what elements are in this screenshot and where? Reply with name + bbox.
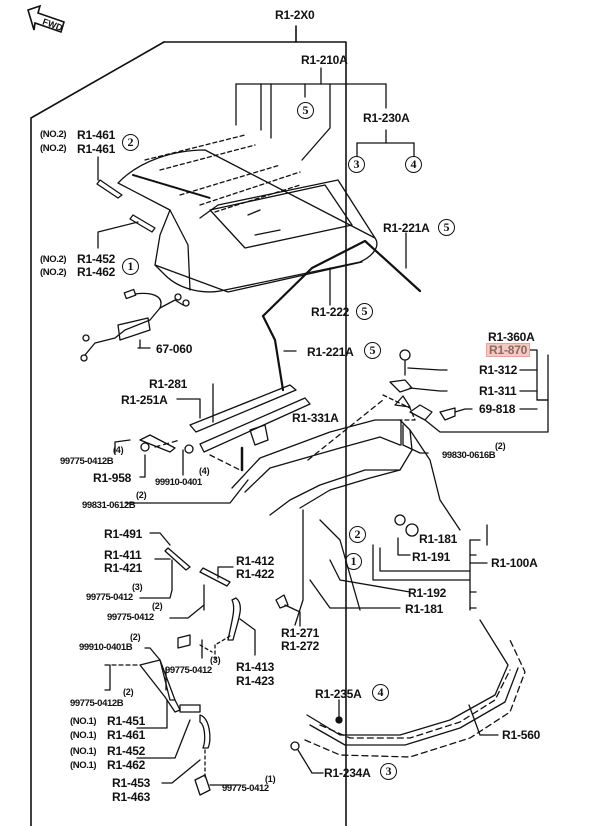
part-label-r1-235a[interactable]: R1-235A bbox=[315, 687, 362, 701]
callout-3: 3 bbox=[348, 156, 365, 173]
callout-5: 5 bbox=[364, 342, 381, 359]
callout-3: 3 bbox=[380, 763, 397, 780]
part-label-r1-192[interactable]: R1-192 bbox=[408, 586, 447, 600]
qty-prefix: (NO.1) bbox=[70, 746, 97, 757]
callout-2: 2 bbox=[122, 134, 139, 151]
qty-prefix: (NO.2) bbox=[40, 129, 67, 140]
part-label-r1-181[interactable]: R1-181 bbox=[405, 602, 444, 616]
part-label-r1-331a[interactable]: R1-331A bbox=[292, 411, 339, 425]
part-label-r1-560[interactable]: R1-560 bbox=[502, 728, 541, 742]
part-label-99831-0612b[interactable]: 99831-0612B bbox=[82, 500, 136, 511]
part-label-69-818[interactable]: 69-818 bbox=[479, 402, 516, 416]
part-label-r1-411[interactable]: R1-411 bbox=[104, 548, 142, 562]
part-label-99775-0412[interactable]: 99775-0412 bbox=[86, 592, 133, 603]
part-label-r1-491[interactable]: R1-491 bbox=[104, 527, 143, 541]
no2-strips bbox=[96, 156, 156, 249]
part-label-r1-222[interactable]: R1-222 bbox=[311, 305, 350, 319]
part-label-99775-0412[interactable]: 99775-0412 bbox=[107, 612, 154, 623]
quantity: (2) bbox=[136, 490, 147, 500]
part-label-r1-281[interactable]: R1-281 bbox=[149, 377, 188, 391]
part-label-r1-100a[interactable]: R1-100A bbox=[491, 556, 538, 570]
quantity: (2) bbox=[123, 687, 134, 697]
qty-prefix: (NO.2) bbox=[40, 267, 67, 278]
callout-4: 4 bbox=[372, 684, 389, 701]
part-label-r1-461[interactable]: R1-461 bbox=[77, 142, 116, 156]
part-label-99775-0412[interactable]: 99775-0412 bbox=[222, 783, 269, 794]
part-label-r1-230a[interactable]: R1-230A bbox=[363, 111, 410, 125]
part-label-99830-0616b[interactable]: 99830-0616B bbox=[442, 450, 496, 461]
callout-2: 2 bbox=[349, 526, 366, 543]
quantity: (3) bbox=[210, 655, 221, 665]
part-label-r1-451[interactable]: R1-451 bbox=[107, 714, 146, 728]
qty-prefix: (NO.1) bbox=[70, 730, 97, 741]
rear-trim bbox=[290, 619, 526, 774]
weather-seals bbox=[261, 232, 422, 392]
part-label-r1-251a[interactable]: R1-251A bbox=[121, 393, 168, 407]
part-label-r1-461[interactable]: R1-461 bbox=[107, 728, 146, 742]
top-leaders bbox=[235, 67, 415, 161]
quantity: (2) bbox=[495, 441, 506, 451]
part-label-r1-191[interactable]: R1-191 bbox=[412, 550, 451, 564]
part-label-r1-210a[interactable]: R1-210A bbox=[301, 53, 348, 67]
part-label-r1-462[interactable]: R1-462 bbox=[107, 758, 146, 772]
quantity: (4) bbox=[199, 466, 210, 476]
part-label-r1-360a[interactable]: R1-360A bbox=[488, 330, 535, 344]
part-label-r1-453[interactable]: R1-453 bbox=[112, 776, 151, 790]
callout-5: 5 bbox=[356, 303, 373, 320]
part-label-99775-0412b[interactable]: 99775-0412B bbox=[60, 456, 114, 467]
link-parts bbox=[104, 532, 256, 796]
assembly-label[interactable]: R1-2X0 bbox=[275, 8, 315, 22]
forward-direction-icon: FWD bbox=[27, 4, 65, 34]
part-label-r1-423[interactable]: R1-423 bbox=[236, 674, 275, 688]
part-label-r1-461[interactable]: R1-461 bbox=[77, 128, 116, 142]
part-label-67-060[interactable]: 67-060 bbox=[156, 342, 193, 356]
part-label-r1-958[interactable]: R1-958 bbox=[93, 471, 132, 485]
callout-5: 5 bbox=[438, 219, 455, 236]
part-label-r1-452[interactable]: R1-452 bbox=[77, 252, 116, 266]
part-label-r1-271[interactable]: R1-271 bbox=[281, 626, 320, 640]
qty-prefix: (NO.2) bbox=[40, 143, 67, 154]
part-label-99775-0412[interactable]: 99775-0412 bbox=[165, 665, 212, 676]
side-rail bbox=[114, 383, 311, 504]
qty-prefix: (NO.1) bbox=[70, 716, 97, 727]
part-label-99910-0401b[interactable]: 99910-0401B bbox=[79, 642, 133, 653]
quantity: (3) bbox=[132, 582, 143, 592]
part-label-r1-234a[interactable]: R1-234A bbox=[324, 766, 371, 780]
part-label-r1-422[interactable]: R1-422 bbox=[236, 567, 275, 581]
latch-parts bbox=[389, 349, 549, 454]
frame-assembly bbox=[231, 394, 488, 627]
callout-1: 1 bbox=[345, 553, 362, 570]
quantity: (4) bbox=[113, 445, 124, 455]
callout-5: 5 bbox=[297, 102, 314, 119]
part-label-r1-413[interactable]: R1-413 bbox=[236, 660, 275, 674]
quantity: (1) bbox=[265, 774, 276, 784]
part-label-r1-463[interactable]: R1-463 bbox=[112, 790, 151, 804]
part-label-r1-181[interactable]: R1-181 bbox=[419, 532, 458, 546]
quantity: (2) bbox=[152, 601, 163, 611]
part-label-r1-272[interactable]: R1-272 bbox=[281, 639, 320, 653]
forward-label: FWD bbox=[41, 17, 64, 34]
part-label-r1-311[interactable]: R1-311 bbox=[479, 384, 517, 398]
qty-prefix: (NO.2) bbox=[40, 254, 67, 265]
quantity: (2) bbox=[130, 632, 141, 642]
part-label-r1-452[interactable]: R1-452 bbox=[107, 744, 146, 758]
part-label-99910-0401[interactable]: 99910-0401 bbox=[155, 477, 202, 488]
callout-4: 4 bbox=[405, 156, 422, 173]
qty-prefix: (NO.1) bbox=[70, 760, 97, 771]
callout-1: 1 bbox=[122, 258, 139, 275]
part-label-r1-870-highlighted[interactable]: R1-870 bbox=[486, 343, 531, 357]
part-label-r1-421[interactable]: R1-421 bbox=[104, 561, 143, 575]
part-label-r1-221a-right[interactable]: R1-221A bbox=[383, 221, 430, 235]
part-label-r1-221a-left[interactable]: R1-221A bbox=[307, 345, 354, 359]
part-label-r1-462[interactable]: R1-462 bbox=[77, 265, 116, 279]
wiring-harness bbox=[80, 288, 190, 362]
part-label-r1-312[interactable]: R1-312 bbox=[479, 363, 518, 377]
part-label-99775-0412b[interactable]: 99775-0412B bbox=[70, 698, 124, 709]
soft-top-body bbox=[117, 134, 378, 293]
part-label-r1-412[interactable]: R1-412 bbox=[236, 554, 275, 568]
